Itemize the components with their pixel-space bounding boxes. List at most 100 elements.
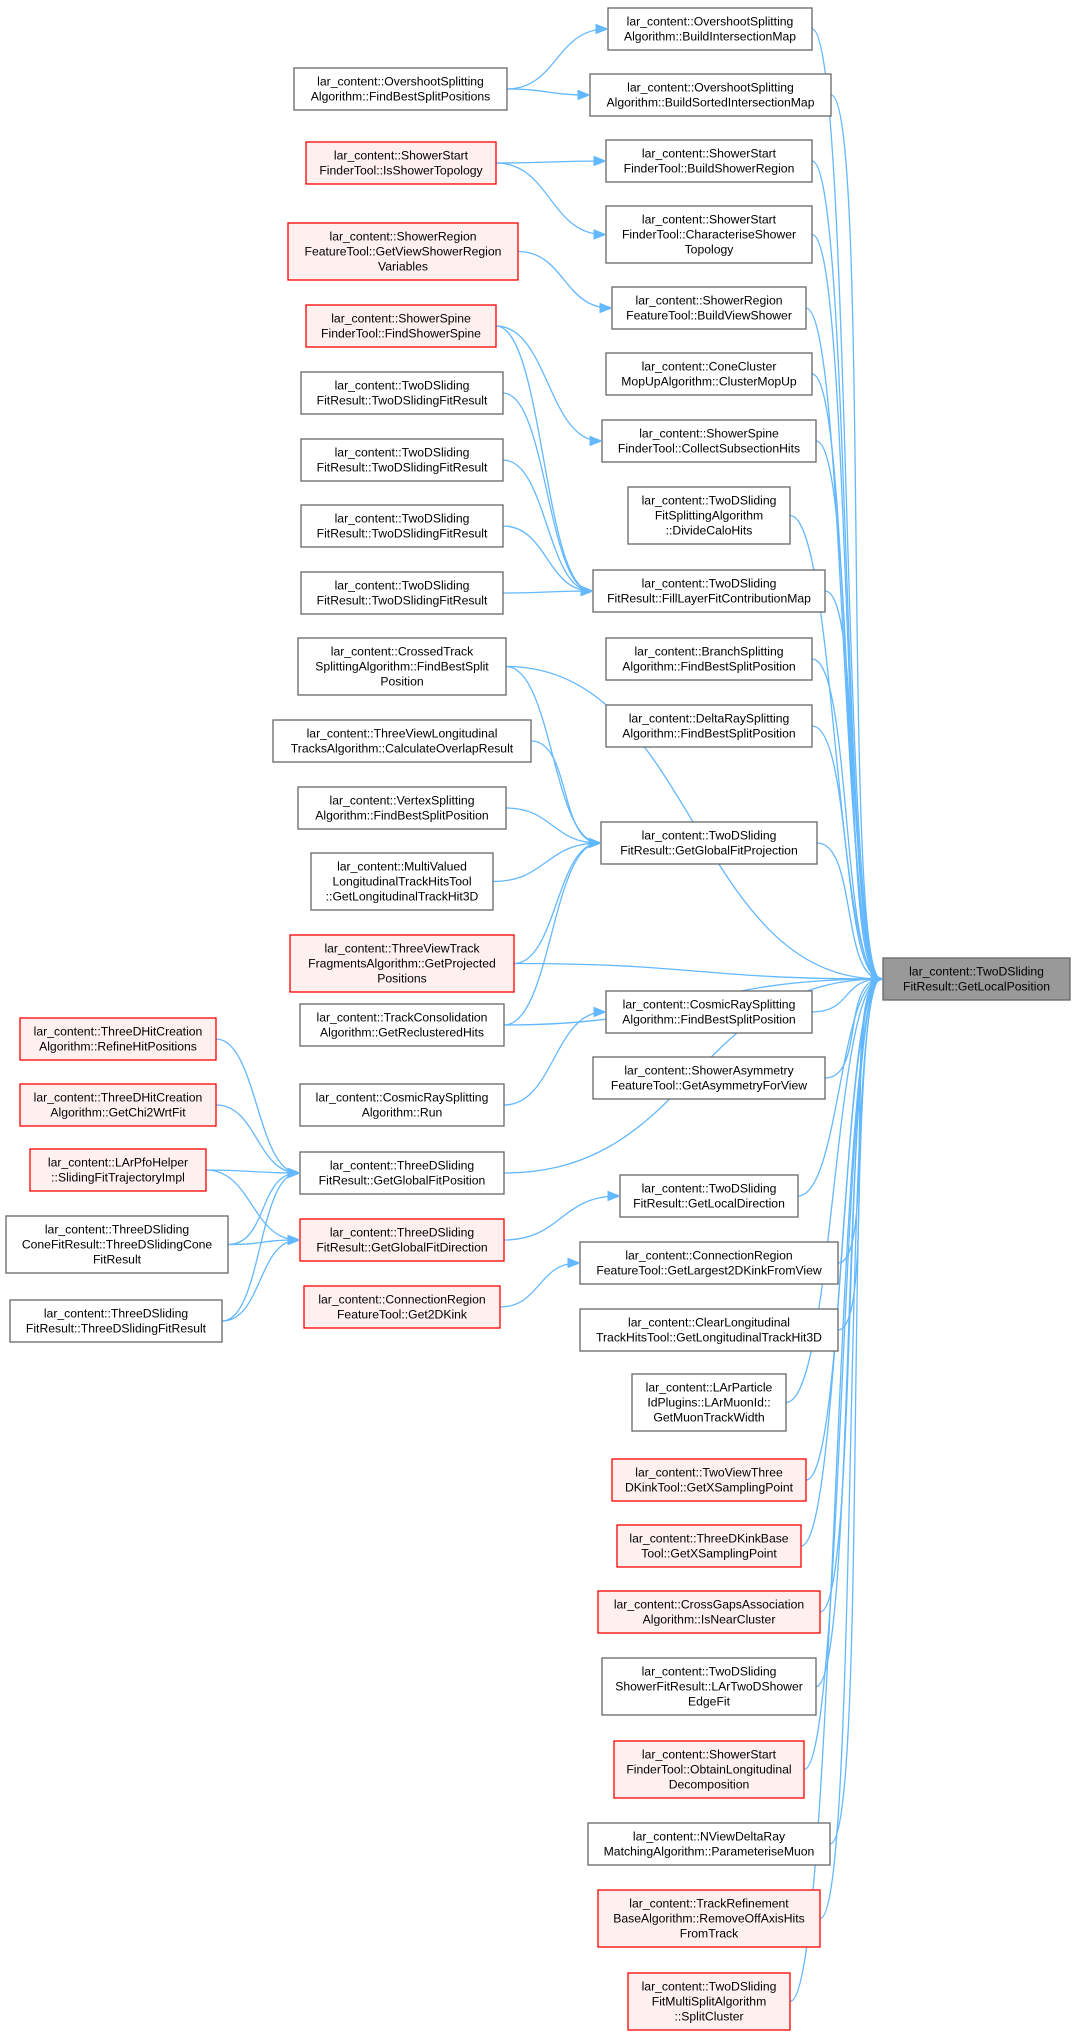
caller-node[interactable]: lar_content::ThreeDSlidingConeFitResult:… [5, 1215, 229, 1274]
caller-node-label-line: FitResult::GetLocalDirection [633, 1197, 785, 1211]
caller-node[interactable]: lar_content::CosmicRaySplittingAlgorithm… [605, 990, 813, 1034]
caller-node[interactable]: lar_content::TrackConsolidationAlgorithm… [299, 1003, 505, 1047]
caller-node[interactable]: lar_content::TwoViewThreeDKinkTool::GetX… [611, 1458, 807, 1502]
call-edge [811, 233, 881, 980]
call-edge [819, 979, 881, 1920]
caller-node-label-line: lar_content::ConnectionRegion [625, 1249, 792, 1263]
call-edge [503, 1196, 618, 1241]
caller-node[interactable]: lar_content::NViewDeltaRayMatchingAlgori… [587, 1822, 831, 1866]
caller-node[interactable]: lar_content::ThreeViewTrackFragmentsAlgo… [289, 934, 515, 993]
caller-node[interactable]: lar_content::ThreeDHitCreationAlgorithm:… [19, 1083, 217, 1127]
caller-node[interactable]: lar_content::BranchSplittingAlgorithm::F… [605, 637, 813, 681]
caller-node[interactable]: lar_content::ThreeDKinkBaseTool::GetXSam… [616, 1524, 802, 1568]
caller-node-label-line: lar_content::ShowerStart [334, 149, 469, 163]
caller-node[interactable]: lar_content::OvershootSplittingAlgorithm… [589, 73, 832, 117]
caller-node[interactable]: lar_content::ShowerStartFinderTool::Obta… [613, 1740, 805, 1799]
caller-node-label-line: FinderTool::ObtainLongitudinal [626, 1763, 791, 1777]
caller-node[interactable]: lar_content::ThreeDHitCreationAlgorithm:… [19, 1017, 217, 1061]
call-edge [513, 843, 599, 965]
call-edge [503, 843, 599, 1026]
caller-node-label-line: FinderTool::IsShowerTopology [319, 164, 483, 178]
caller-node[interactable]: lar_content::TwoDSlidingFitResult::TwoDS… [300, 371, 504, 415]
caller-node-box [597, 1889, 821, 1948]
call-edge [221, 1173, 298, 1322]
caller-node-label-line: Variables [378, 260, 428, 274]
caller-node-label-line: FragmentsAlgorithm::GetProjected [308, 957, 496, 971]
caller-node[interactable]: lar_content::OvershootSplittingAlgorithm… [293, 67, 508, 111]
caller-node-label-line: FinderTool::BuildShowerRegion [624, 162, 795, 176]
caller-node[interactable]: lar_content::ShowerSpineFinderTool::Coll… [601, 419, 817, 463]
target-node-box [882, 957, 1071, 1001]
caller-node-box [627, 1972, 791, 2031]
caller-node-label-line: Tool::GetXSamplingPoint [641, 1547, 777, 1561]
caller-node-label-line: lar_content::CosmicRaySplitting [623, 998, 796, 1012]
caller-node[interactable]: lar_content::ThreeViewLongitudinalTracks… [272, 719, 532, 763]
caller-node-label-line: Algorithm::FindBestSplitPosition [315, 809, 488, 823]
caller-node[interactable]: lar_content::ConnectionRegionFeatureTool… [303, 1285, 501, 1329]
caller-node[interactable]: lar_content::TwoDSlidingFitSplittingAlgo… [627, 486, 791, 545]
caller-node[interactable]: lar_content::ConnectionRegionFeatureTool… [579, 1241, 839, 1285]
caller-node[interactable]: lar_content::ShowerStartFinderTool::Buil… [605, 139, 813, 183]
caller-node[interactable]: lar_content::ThreeDSlidingFitResult::Get… [299, 1151, 505, 1195]
caller-node-label-line: Algorithm::GetChi2WrtFit [50, 1106, 186, 1120]
call-edge [505, 807, 599, 843]
caller-node[interactable]: lar_content::ShowerAsymmetryFeatureTool:… [592, 1056, 826, 1100]
call-edge [503, 1012, 604, 1106]
caller-node[interactable]: lar_content::TwoDSlidingFitResult::TwoDS… [300, 504, 504, 548]
caller-node[interactable]: lar_content::ShowerRegionFeatureTool::Ge… [287, 222, 519, 281]
caller-node-label-line: Algorithm::BuildSortedIntersectionMap [607, 96, 815, 110]
call-edge [797, 979, 881, 1197]
caller-node[interactable]: lar_content::ClearLongitudinalTrackHitsT… [579, 1308, 839, 1352]
caller-node[interactable]: lar_content::ShowerRegionFeatureTool::Bu… [611, 286, 807, 330]
caller-node-label-line: lar_content::ThreeDSliding [44, 1307, 188, 1321]
caller-node[interactable]: lar_content::ShowerStartFinderTool::IsSh… [305, 141, 497, 185]
caller-node-label-line: FitSplittingAlgorithm [655, 509, 763, 523]
caller-node-label-line: lar_content::ConeCluster [642, 360, 777, 374]
call-edge [215, 1038, 298, 1173]
caller-node-label-line: lar_content::TwoDSliding [642, 1182, 777, 1196]
caller-node-label-line: lar_content::ConnectionRegion [318, 1293, 485, 1307]
caller-node-label-line: Positions [377, 972, 426, 986]
caller-node-box [601, 1657, 817, 1716]
caller-node[interactable]: lar_content::ShowerSpineFinderTool::Find… [305, 304, 497, 348]
caller-node-box [589, 73, 832, 117]
caller-node[interactable]: lar_content::OvershootSplittingAlgorithm… [607, 7, 813, 51]
caller-node[interactable]: lar_content::TwoDSlidingFitMultiSplitAlg… [627, 1972, 791, 2031]
caller-node[interactable]: lar_content::TwoDSlidingFitResult::TwoDS… [300, 438, 504, 482]
caller-node-label-line: lar_content::CrossedTrack [331, 645, 474, 659]
caller-node-box [300, 504, 504, 548]
call-edge [495, 325, 600, 441]
caller-node-label-line: lar_content::BranchSplitting [634, 645, 783, 659]
caller-node[interactable]: lar_content::DeltaRaySplittingAlgorithm:… [605, 704, 813, 748]
caller-node[interactable]: lar_content::CosmicRaySplittingAlgorithm… [299, 1083, 505, 1127]
caller-node[interactable]: lar_content::TwoDSlidingFitResult::FillL… [592, 569, 826, 613]
caller-node[interactable]: lar_content::TrackRefinementBaseAlgorith… [597, 1889, 821, 1948]
caller-node[interactable]: lar_content::CrossGapsAssociationAlgorit… [597, 1590, 821, 1634]
caller-node[interactable]: lar_content::ThreeDSlidingFitResult::Get… [299, 1218, 505, 1262]
caller-node-label-line: FinderTool::CollectSubsectionHits [618, 442, 800, 456]
caller-node-label-line: ShowerFitResult::LArTwoDShower [615, 1680, 803, 1694]
call-edge [227, 1173, 298, 1246]
caller-node[interactable]: lar_content::TwoDSlidingShowerFitResult:… [601, 1657, 817, 1716]
caller-node[interactable]: lar_content::LArParticleIdPlugins::LArMu… [631, 1373, 787, 1432]
caller-node-label-line: lar_content::TwoDSliding [642, 829, 777, 843]
caller-node[interactable]: lar_content::MultiValuedLongitudinalTrac… [310, 852, 494, 911]
caller-node[interactable]: lar_content::LArPfoHelper::SlidingFitTra… [29, 1148, 207, 1192]
call-edge [502, 525, 591, 591]
caller-node-label-line: lar_content::TwoDSliding [642, 1665, 777, 1679]
call-edge [815, 440, 881, 979]
caller-node[interactable]: lar_content::TwoDSlidingFitResult::GetGl… [600, 821, 818, 865]
caller-node[interactable]: lar_content::TwoDSlidingFitResult::GetLo… [619, 1174, 799, 1218]
caller-node[interactable]: lar_content::ThreeDSlidingFitResult::Thr… [9, 1299, 223, 1343]
call-edge [819, 979, 881, 1613]
caller-node-box [293, 67, 508, 111]
caller-node-label-line: lar_content::ShowerRegion [635, 294, 782, 308]
caller-node[interactable]: lar_content::ConeClusterMopUpAlgorithm::… [605, 352, 813, 396]
caller-node[interactable]: lar_content::VertexSplittingAlgorithm::F… [297, 786, 507, 830]
caller-node-label-line: lar_content::ThreeViewLongitudinal [307, 727, 498, 741]
caller-node[interactable]: lar_content::TwoDSlidingFitResult::TwoDS… [300, 571, 504, 615]
caller-node[interactable]: lar_content::ShowerStartFinderTool::Char… [605, 205, 813, 264]
target-node[interactable]: lar_content::TwoDSlidingFitResult::GetLo… [882, 957, 1071, 1001]
caller-node-label-line: FinderTool::FindShowerSpine [321, 327, 481, 341]
caller-node[interactable]: lar_content::CrossedTrackSplittingAlgori… [297, 637, 507, 696]
